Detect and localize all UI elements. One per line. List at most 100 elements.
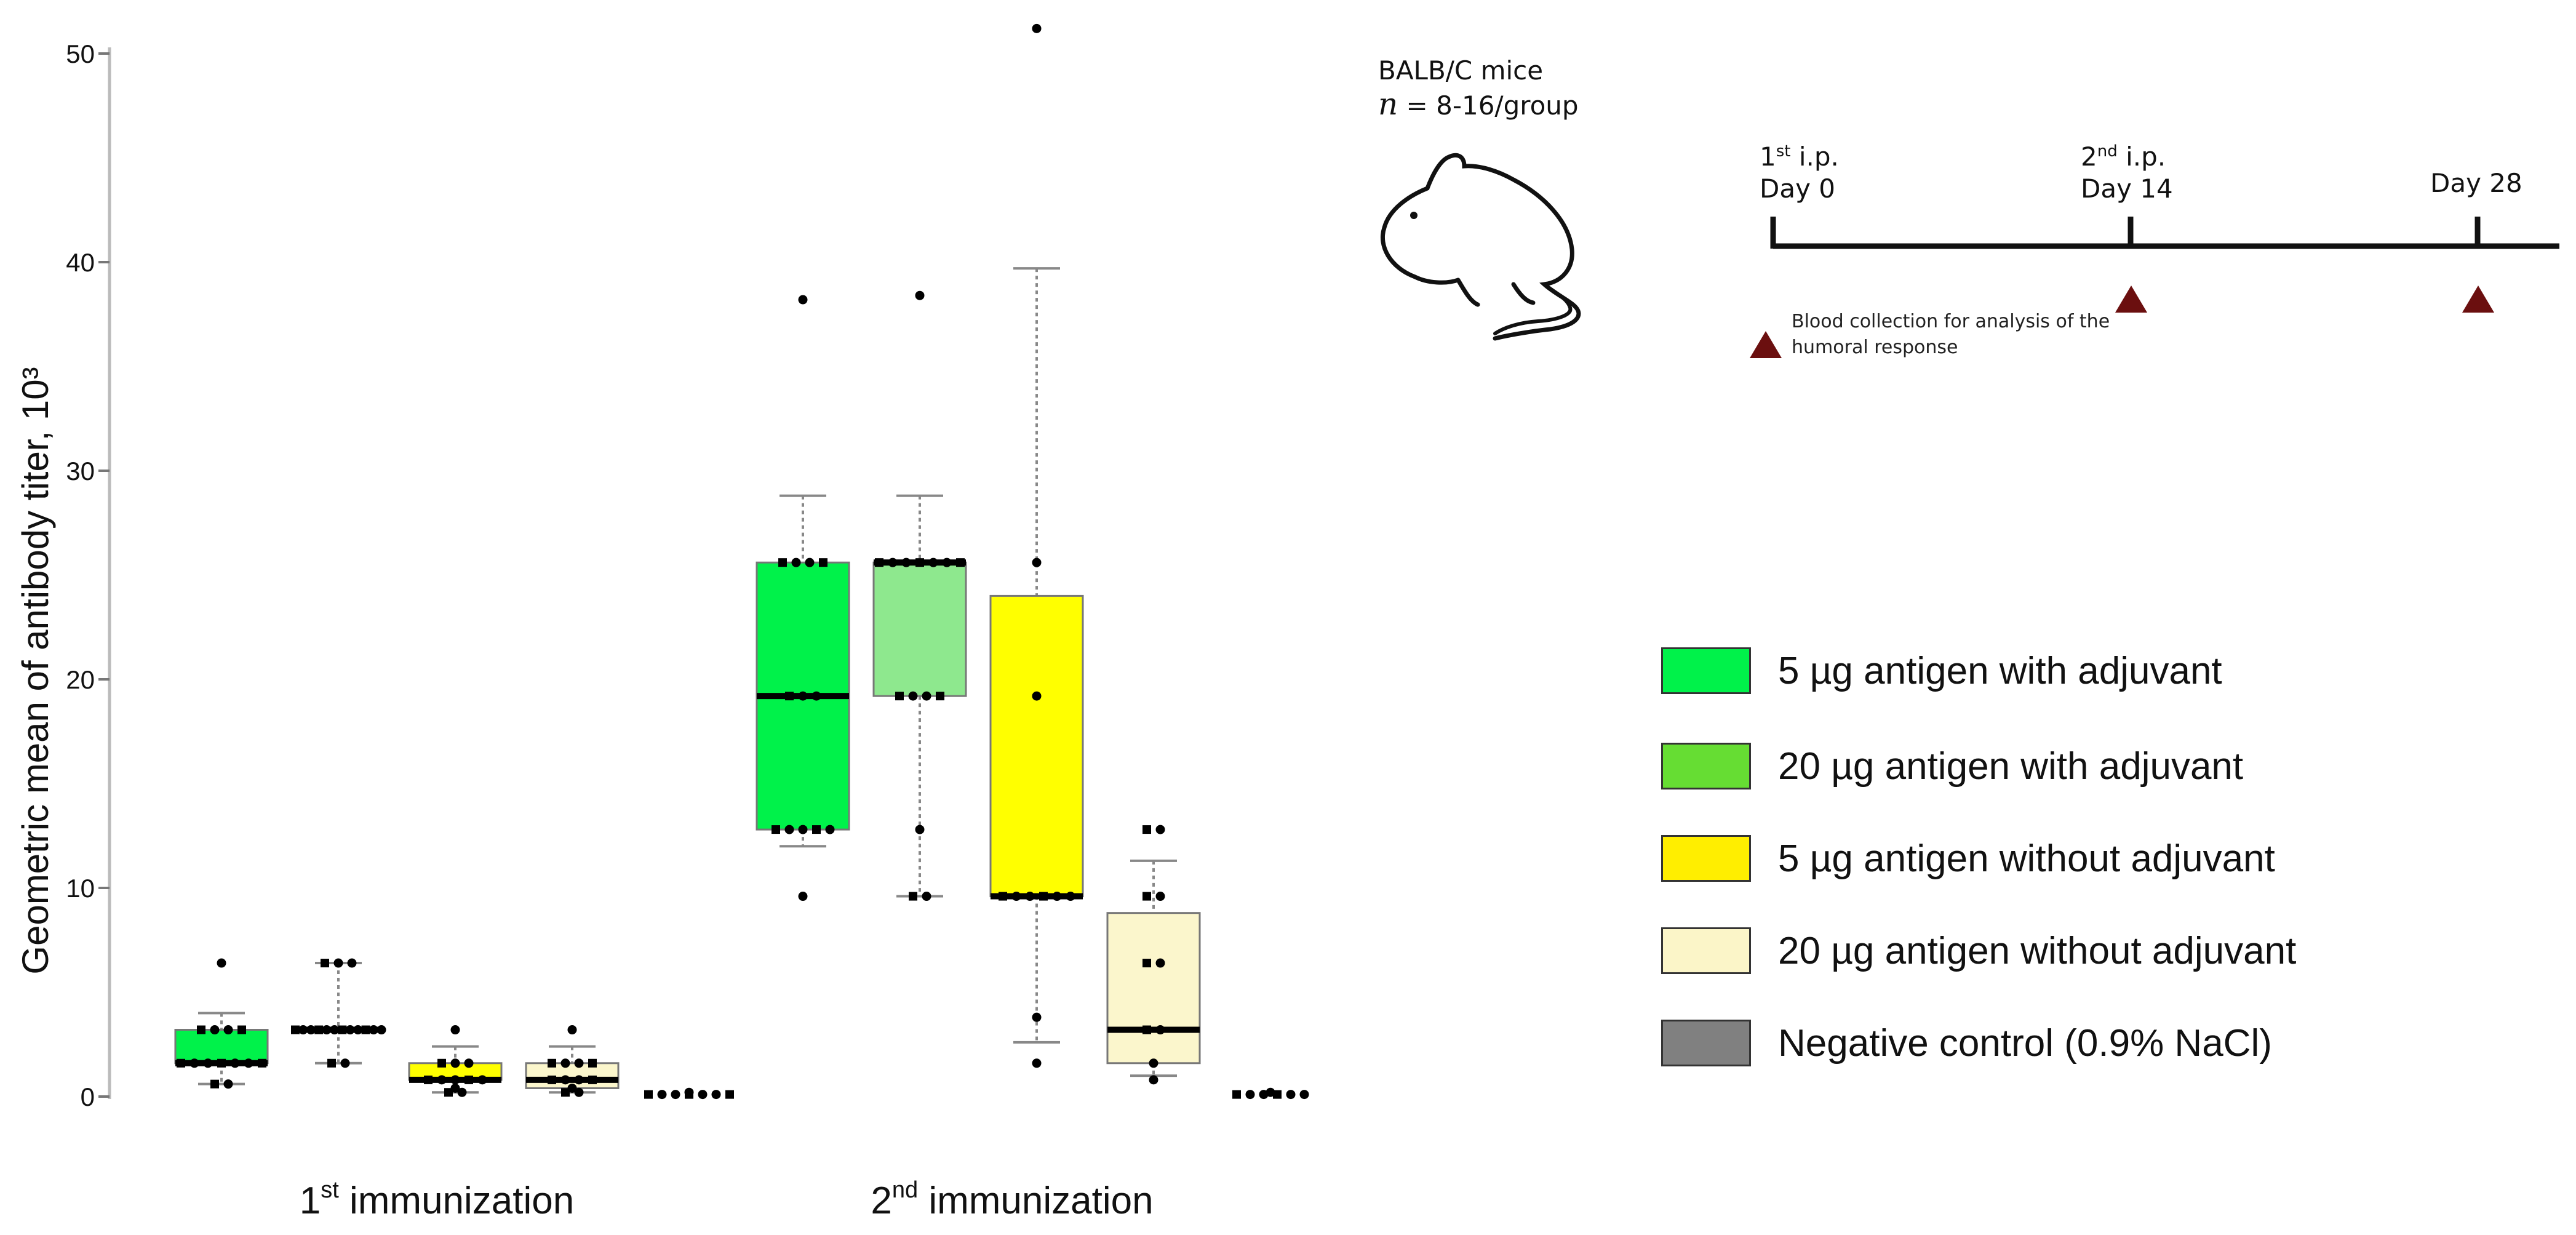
mouse-panel: BALB/C mice n = 8-16/group [1372,55,1630,351]
data-point [901,558,911,567]
y-tick-label: 40 [66,248,95,277]
data-point [189,1058,199,1068]
data-point [915,290,925,300]
data-point [1142,825,1151,834]
data-point [361,1025,370,1034]
legend-label: Negative control (0.9% NaCl) [1778,1021,2272,1065]
timeline-label-day28: Day 28 [2430,168,2522,198]
data-point [875,558,883,567]
data-point [798,691,808,701]
data-point [298,1025,308,1035]
data-point [1032,691,1042,701]
y-tick-label: 50 [66,39,95,68]
data-point [805,558,815,567]
data-point [369,1025,378,1035]
data-point [244,1058,253,1068]
data-point [437,1075,447,1085]
data-point [574,1075,584,1085]
legend-label: 5 µg antigen without adjuvant [1778,837,2275,880]
group-size-label: n = 8-16/group [1378,86,1579,122]
data-point [812,825,821,834]
data-point [811,691,821,701]
data-point [574,1058,584,1068]
y-tick-label: 0 [81,1082,95,1111]
data-point [778,558,787,567]
data-point [922,691,931,701]
data-point [560,1075,570,1085]
data-point [333,958,343,968]
data-point [210,1079,219,1089]
y-tick-label: 20 [66,665,95,694]
y-axis-label: Geometric mean of antibody titer, 10³ [15,367,56,974]
triangle-icon [2462,286,2494,313]
box-plot: 0 10 20 30 40 50 Geometric mean of antibody t… [15,23,1309,1222]
data-point [217,958,226,968]
data-point [450,1025,460,1035]
blood-collection-note: Blood collection for analysis of the hum… [1792,311,2110,358]
legend-swatch [1661,1020,1751,1066]
data-point [197,1025,205,1034]
data-point [588,1075,597,1084]
data-point [999,892,1007,901]
data-point [465,1075,473,1084]
data-point [895,692,904,701]
y-tick-label: 10 [66,874,95,903]
data-point [561,1088,570,1097]
data-point [1066,892,1075,901]
data-point [203,1058,213,1068]
legend-label: 5 µg antigen with adjuvant [1778,649,2222,692]
data-point [671,1090,680,1100]
box [872,561,967,697]
timeline-axis [1770,217,2559,249]
data-point [1155,825,1165,834]
y-axis: 0 10 20 30 40 50 [66,39,111,1111]
box [1106,912,1201,1065]
data-point [464,1058,474,1068]
group-label-1: 1st immunization [300,1177,575,1222]
data-point [928,558,938,567]
data-point [450,1058,460,1068]
data-point [915,825,925,834]
legend: 5 µg antigen with adjuvant 20 µg antigen… [1661,640,2461,1083]
legend-swatch [1661,743,1751,789]
data-point [223,1079,233,1089]
data-point [1286,1090,1296,1100]
data-point [450,1075,460,1085]
data-point [684,1087,694,1097]
immunization-timeline: 1st i.p. Day 0 2nd i.p. Day 14 Day 28 Bl… [1735,123,2572,431]
legend-item: 20 µg antigen with adjuvant [1661,735,2243,797]
boxes [174,267,1201,1094]
data-point [784,825,794,834]
data-point [1142,1025,1151,1034]
data-point [1149,1058,1158,1068]
data-point [588,1058,597,1068]
data-point [210,1025,220,1035]
box [989,594,1084,898]
data-point [1155,1025,1165,1035]
data-point [1039,892,1048,901]
data-point [1011,892,1021,901]
data-point [1032,558,1042,567]
data-point [922,892,931,901]
data-points [177,23,1309,1100]
data-point [345,1025,355,1035]
data-point [698,1090,708,1100]
data-point [942,558,952,567]
data-point [798,892,808,901]
data-point [1025,892,1035,901]
data-point [725,1090,734,1099]
data-point [1142,892,1151,901]
data-point [908,691,918,701]
data-point [1052,892,1062,901]
data-point [217,1058,226,1068]
data-point [437,1058,446,1068]
mouse-strain-label: BALB/C mice [1378,55,1544,86]
data-point [1245,1090,1255,1100]
mouse-icon [1380,153,1581,341]
data-point [177,1058,185,1068]
data-point [1273,1090,1282,1099]
data-point [237,1025,246,1034]
data-point [1149,1075,1158,1085]
y-tick-label: 30 [66,457,95,486]
data-point [548,1058,556,1068]
